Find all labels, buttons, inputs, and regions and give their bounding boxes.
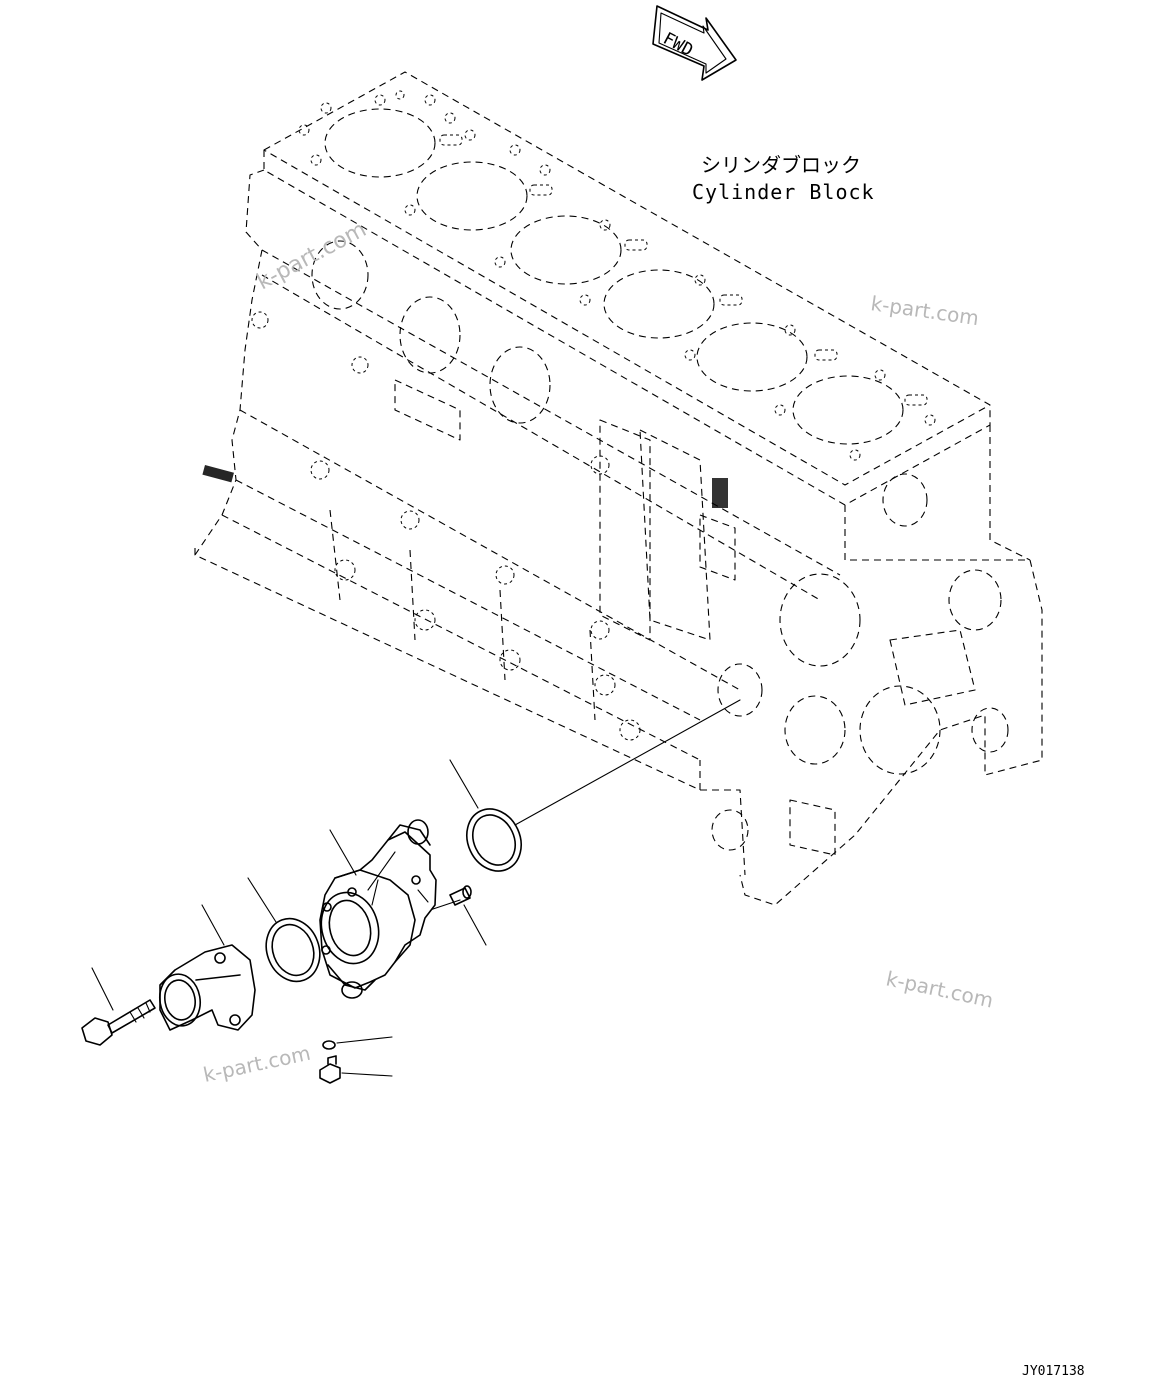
pin-centerline	[429, 899, 461, 911]
assembly-centerline	[514, 699, 741, 826]
o-ring-large-icon	[449, 759, 522, 872]
watermark: k-part.com	[869, 291, 980, 330]
dowel-pin-icon	[449, 885, 487, 946]
cylinder-block-icon	[194, 71, 1043, 906]
water-outlet-elbow-icon	[158, 904, 256, 1031]
fwd-arrow-icon: FWD	[652, 5, 737, 81]
washer-icon	[322, 1036, 393, 1050]
bolt-icon	[81, 967, 156, 1046]
cylinder-block-label-jp: シリンダブロック	[701, 153, 861, 177]
watermark: k-part.com	[253, 217, 370, 295]
watermark: k-part.com	[201, 1041, 313, 1087]
watermark: k-part.com	[884, 966, 996, 1012]
plug-icon	[319, 1055, 393, 1084]
fwd-label: FWD	[660, 29, 697, 61]
cylinder-block-label-en: Cylinder Block	[692, 180, 875, 204]
o-ring-small-icon	[247, 877, 321, 983]
drawing-code: JY017138	[1022, 1364, 1085, 1379]
thermostat-housing-icon	[319, 819, 437, 999]
